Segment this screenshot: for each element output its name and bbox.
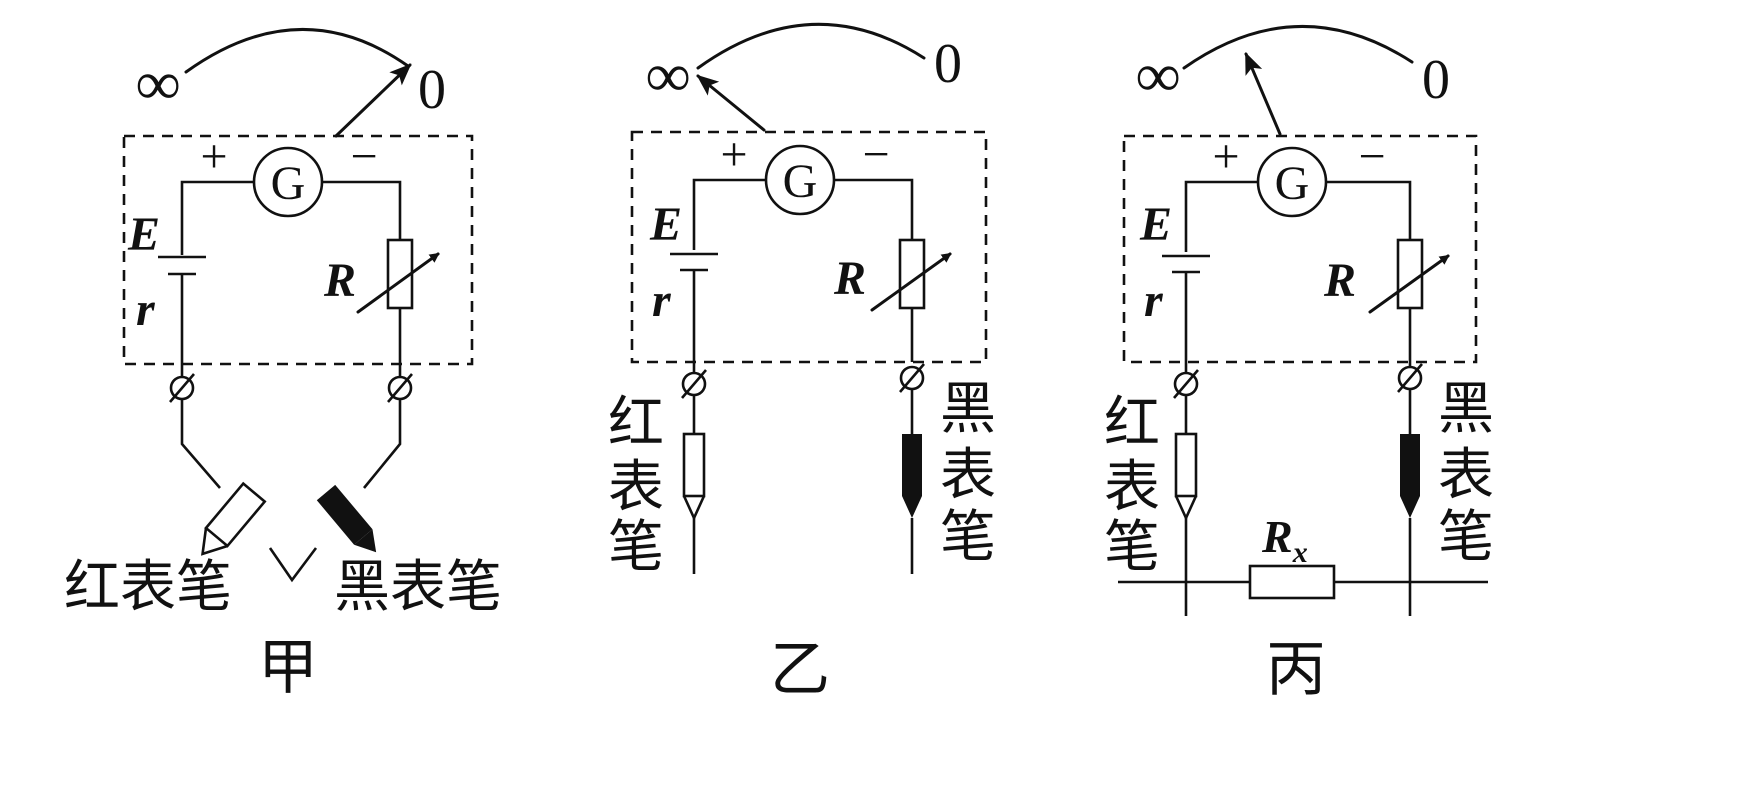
rheostat-arrow — [1368, 254, 1450, 314]
rx-subscript: x — [1292, 536, 1308, 569]
black-lead — [362, 399, 402, 489]
internal-resistance-label: r — [1144, 274, 1164, 327]
red-probe-char-3: 笔 — [608, 515, 664, 580]
red-probe-label: 红 表 笔 — [1104, 391, 1178, 580]
scale-zero-label: 0 — [1422, 49, 1450, 111]
internal-resistance-label: r — [652, 274, 672, 327]
external-resistor — [1248, 564, 1336, 600]
panel-caption: 丙 — [1266, 635, 1326, 705]
red-probe-char-1: 红 — [608, 391, 664, 456]
plus-terminal-label: + — [720, 128, 747, 181]
needle-arrow — [696, 74, 766, 132]
left-terminal-slash — [169, 373, 195, 403]
scale-arc — [184, 28, 410, 74]
black-probe-char-3: 笔 — [1438, 505, 1494, 570]
black-probe-char-2: 表 — [940, 443, 996, 508]
red-probe-char-1: 红 — [1104, 391, 1160, 456]
galvanometer-label: G — [1275, 157, 1310, 210]
meter-housing — [630, 130, 988, 364]
rx-symbol: R — [1261, 511, 1293, 562]
scale-infinity-label: ∞ — [646, 42, 690, 110]
external-resistor-label: Rx — [1261, 511, 1308, 569]
left-terminal-slash — [1173, 369, 1199, 399]
scale-zero-label: 0 — [418, 59, 446, 121]
minus-terminal-label: − — [350, 130, 377, 183]
plus-terminal-label: + — [200, 130, 227, 183]
black-probe — [316, 484, 377, 553]
wire-top-left — [1184, 180, 1258, 252]
scale-infinity-label: ∞ — [1136, 42, 1180, 110]
black-probe-char-1: 黑 — [1438, 377, 1494, 442]
black-probe-label: 黑表笔 — [334, 555, 502, 620]
wire-top-right — [1326, 180, 1412, 240]
black-probe — [1400, 434, 1420, 616]
galvanometer — [1256, 146, 1328, 218]
galvanometer-label: G — [783, 155, 818, 208]
wire-top-right — [322, 180, 402, 240]
meter-housing — [122, 134, 474, 366]
emf-label: E — [1139, 198, 1172, 251]
rheostat-label: R — [1323, 254, 1356, 307]
right-terminal-slash — [1397, 363, 1423, 393]
rheostat-label: R — [833, 252, 866, 305]
red-probe — [201, 481, 267, 556]
red-probe-label: 红表笔 — [64, 555, 232, 620]
galvanometer-label: G — [271, 157, 306, 210]
panel-caption: 乙 — [770, 635, 830, 705]
rheostat-arrow — [356, 252, 440, 314]
red-probe — [682, 432, 706, 574]
red-probe-char-2: 表 — [1104, 455, 1160, 520]
black-probe — [902, 434, 922, 574]
galvanometer — [764, 144, 836, 216]
rheostat-arrow — [870, 252, 952, 312]
meter-housing — [1122, 134, 1478, 364]
panel-jia: ∞ 0 G + − E r R — [64, 28, 502, 703]
black-probe-char-2: 表 — [1438, 443, 1494, 508]
left-terminal-slash — [681, 369, 707, 399]
emf-label: E — [127, 208, 160, 261]
panel-yi: ∞ 0 G + − E r R — [608, 22, 1014, 705]
minus-terminal-label: − — [862, 128, 889, 181]
black-probe-label: 黑 表 笔 — [940, 377, 1014, 570]
red-lead — [180, 399, 221, 489]
panel-bing: ∞ 0 G + − E r R — [1104, 24, 1512, 705]
needle-arrow — [1244, 52, 1282, 136]
galvanometer — [252, 146, 324, 218]
black-probe-char-1: 黑 — [940, 377, 996, 442]
black-probe-char-3: 笔 — [940, 505, 996, 570]
red-probe — [1174, 432, 1198, 616]
wire-top-right — [834, 178, 914, 240]
needle-arrow — [334, 63, 412, 138]
rheostat — [1396, 238, 1424, 310]
wire-top-left — [180, 180, 254, 255]
red-probe-char-2: 表 — [608, 455, 664, 520]
black-probe-label: 黑 表 笔 — [1438, 377, 1512, 570]
wire-top-left — [692, 178, 766, 250]
probe-tips — [268, 547, 318, 583]
internal-resistance-label: r — [136, 283, 156, 336]
plus-terminal-label: + — [1212, 130, 1239, 183]
red-probe-label: 红 表 笔 — [608, 391, 682, 580]
scale-infinity-label: ∞ — [136, 50, 180, 118]
minus-terminal-label: − — [1358, 130, 1385, 183]
scale-arc — [1182, 24, 1414, 70]
emf-label: E — [649, 198, 682, 251]
red-probe-char-3: 笔 — [1104, 515, 1160, 580]
scale-arc — [696, 22, 926, 70]
right-terminal-slash — [387, 373, 413, 403]
scale-zero-label: 0 — [934, 33, 962, 95]
panel-caption: 甲 — [258, 633, 318, 703]
rheostat-label: R — [323, 254, 356, 307]
right-terminal-slash — [899, 363, 925, 393]
